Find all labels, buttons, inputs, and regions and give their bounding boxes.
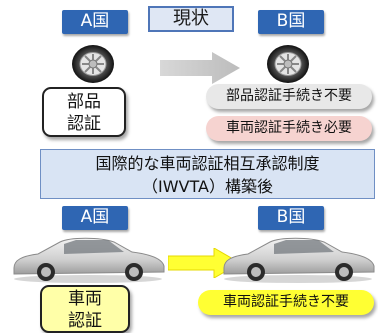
- banner-line2: （IWVTA）構築後: [142, 177, 273, 196]
- car-icon: [13, 237, 165, 283]
- parts-certification-box: 部品 認証: [42, 87, 126, 137]
- parts-not-required-badge: 部品認証手続き不要: [206, 84, 372, 109]
- wheel-part-icon: [72, 45, 114, 83]
- vehicle-certification-box: 車両 認証: [40, 285, 130, 333]
- vehicle-required-badge: 車両認証手続き必要: [206, 116, 372, 141]
- car-icon: [223, 237, 375, 283]
- vehicle-cert-line2: 認証: [68, 311, 102, 331]
- vehicle-not-required-badge: 車両認証手続き不要: [198, 290, 374, 315]
- banner-line1: 国際的な車両認証相互承認制度: [95, 154, 320, 173]
- vehicle-cert-line1: 車両: [68, 289, 102, 309]
- iwvta-banner: 国際的な車両認証相互承認制度 （IWVTA）構築後: [40, 149, 375, 199]
- parts-cert-line2: 認証: [67, 114, 101, 134]
- wheel-part-icon: [267, 45, 309, 83]
- current-status-label: 現状: [148, 6, 234, 32]
- country-a-label: A国: [62, 10, 128, 34]
- arrow-right-icon: [160, 52, 240, 84]
- parts-cert-line1: 部品: [67, 92, 101, 112]
- country-b-label: B国: [258, 206, 324, 230]
- country-b-label: B国: [258, 10, 324, 34]
- country-a-label: A国: [62, 206, 128, 230]
